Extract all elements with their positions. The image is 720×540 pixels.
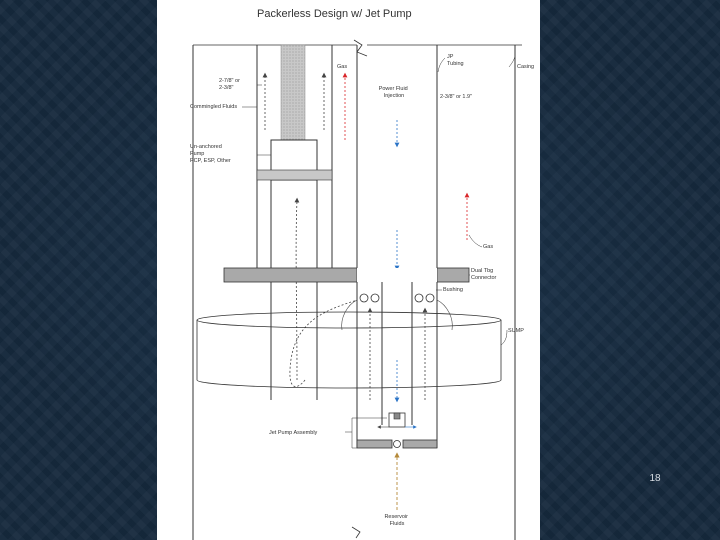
bushing-left — [359, 293, 380, 303]
break-symbol-top — [353, 39, 368, 57]
leader-casing — [508, 54, 516, 68]
annulus-curve-right — [436, 299, 453, 331]
label-power-fluid-injection: Power Fluid Injection — [379, 86, 410, 99]
label-jp-tubing-size: 2-3/8" or 1.9" — [440, 94, 472, 100]
leader-jet-pump-2 — [351, 432, 357, 449]
label-gas-top: Gas — [337, 64, 347, 70]
pump-shoulder — [256, 169, 333, 181]
annulus-curve-left — [341, 299, 358, 331]
packerless-jet-pump-diagram: Packerless Design w/ Jet Pump — [190, 8, 534, 540]
label-unanchored-pump: Un-anchored Pump PCP, ESP, Other — [190, 144, 231, 164]
leader-sump — [500, 329, 508, 346]
label-gas-right: Gas — [483, 244, 493, 250]
pump-fluid-path — [294, 197, 300, 381]
leader-jp-tubing — [437, 57, 446, 73]
tubing-hatched-section — [280, 44, 306, 141]
jet-pump-seat-left — [356, 439, 393, 449]
leader-gas-right — [468, 234, 483, 248]
jet-pump-seat-right — [402, 439, 438, 449]
dual-tbg-connector-right — [436, 267, 470, 283]
jet-pump-nozzle — [393, 412, 401, 420]
label-commingled-fluids: Commingled Fluids — [190, 104, 237, 110]
slide-number: 18 — [649, 473, 661, 484]
label-dual-tbg-connector: Dual Tbg Connector — [471, 268, 497, 281]
label-tubing-size-line2: 2-3/8" — [219, 85, 234, 91]
sump-top — [196, 311, 502, 329]
label-reservoir-fluids: Reservoir Fluids — [384, 514, 409, 527]
diagram-panel: Packerless Design w/ Jet Pump — [157, 0, 540, 540]
leader-jet-pump — [345, 417, 387, 433]
connector-gap — [357, 268, 437, 282]
label-casing: Casing — [517, 64, 534, 70]
diagram-title: Packerless Design w/ Jet Pump — [257, 8, 412, 20]
label-jp-tubing: JP Tubing — [447, 54, 464, 67]
break-symbol-bottom — [351, 526, 361, 539]
label-tubing-size-line1: 2-7/8" or — [219, 78, 240, 84]
sump-fluid-path — [289, 299, 358, 387]
label-tubing-size: 2-7/8" or 2-3/8" — [219, 78, 241, 91]
label-bushing: Bushing — [443, 287, 463, 293]
label-sump: SUMP — [508, 328, 524, 334]
dual-tbg-connector-left — [223, 267, 358, 283]
sump-body — [196, 320, 502, 389]
jet-pump-check-ball — [393, 440, 401, 448]
bushing-right — [414, 293, 435, 303]
label-jet-pump-assembly: Jet Pump Assembly — [269, 430, 318, 436]
